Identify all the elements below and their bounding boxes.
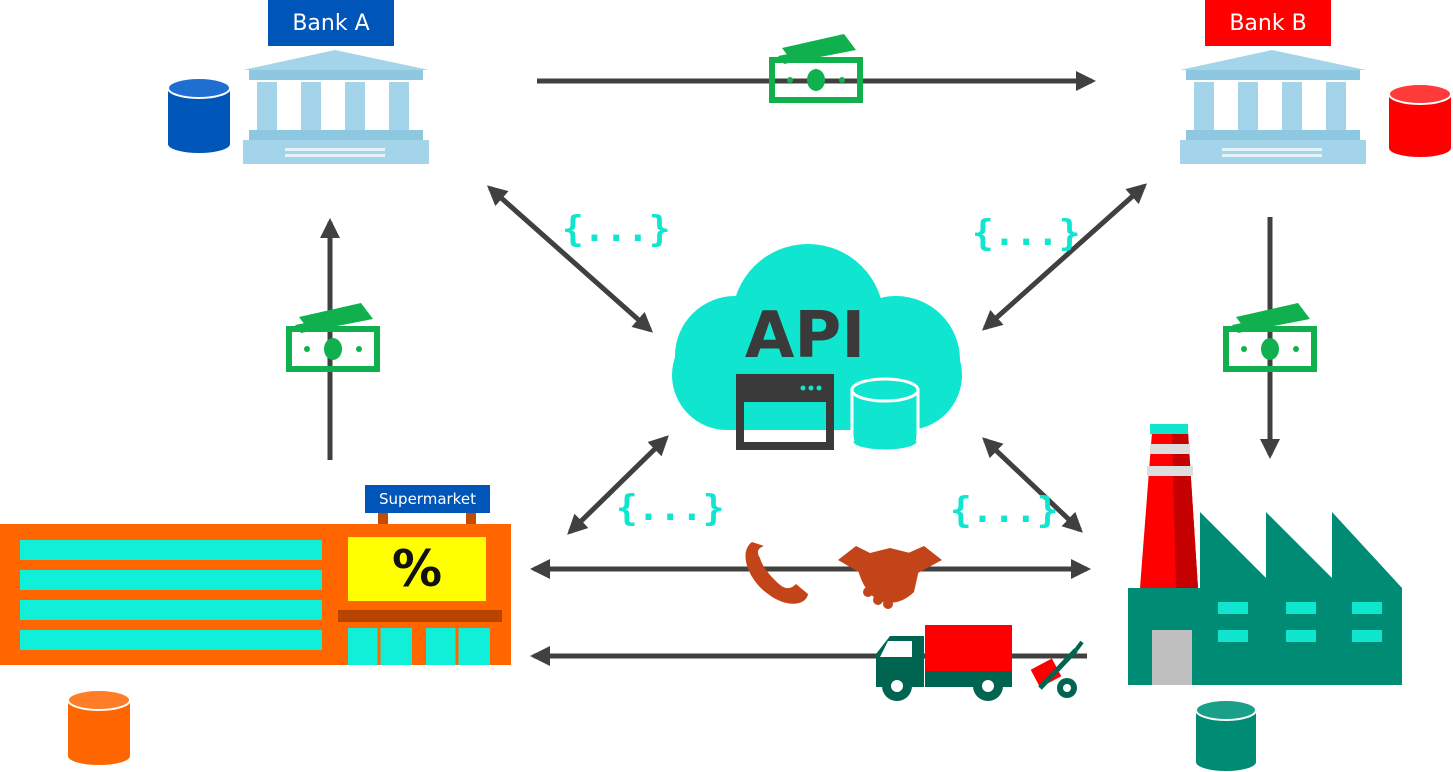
database-icon (1388, 83, 1452, 157)
database-icon (67, 689, 131, 765)
banknote-icon (286, 303, 380, 372)
arrow-bank-b-api (982, 183, 1147, 331)
supermarket-icon (0, 510, 511, 665)
json-payload-marker: {...} (950, 490, 1059, 531)
banknote-icon (769, 34, 863, 103)
hand-truck-icon (1030, 640, 1084, 698)
arrow-bank-a-api (487, 185, 653, 333)
factory-icon (1128, 424, 1402, 685)
supermarket-label: Supermarket (365, 485, 490, 513)
delivery-truck-icon (876, 625, 1012, 701)
banknote-icon (1223, 303, 1317, 372)
database-icon (167, 77, 231, 153)
handshake-icon (838, 546, 942, 609)
phone-icon (745, 542, 808, 604)
arrow-factory-api (982, 437, 1083, 533)
bank-a-label: Bank A (268, 0, 394, 46)
json-payload-marker: {...} (562, 209, 671, 250)
arrow-supermarket-api (567, 435, 669, 535)
bank-building-icon (243, 50, 429, 164)
database-icon (1195, 699, 1257, 771)
bank-b-label: Bank B (1205, 0, 1331, 46)
browser-window-icon (736, 374, 834, 450)
discount-percent-sign: % (391, 540, 443, 598)
database-icon (850, 377, 920, 453)
json-payload-marker: {...} (972, 213, 1081, 254)
json-payload-marker: {...} (616, 488, 725, 529)
api-label: API (744, 299, 866, 373)
bank-building-icon (1180, 50, 1366, 164)
